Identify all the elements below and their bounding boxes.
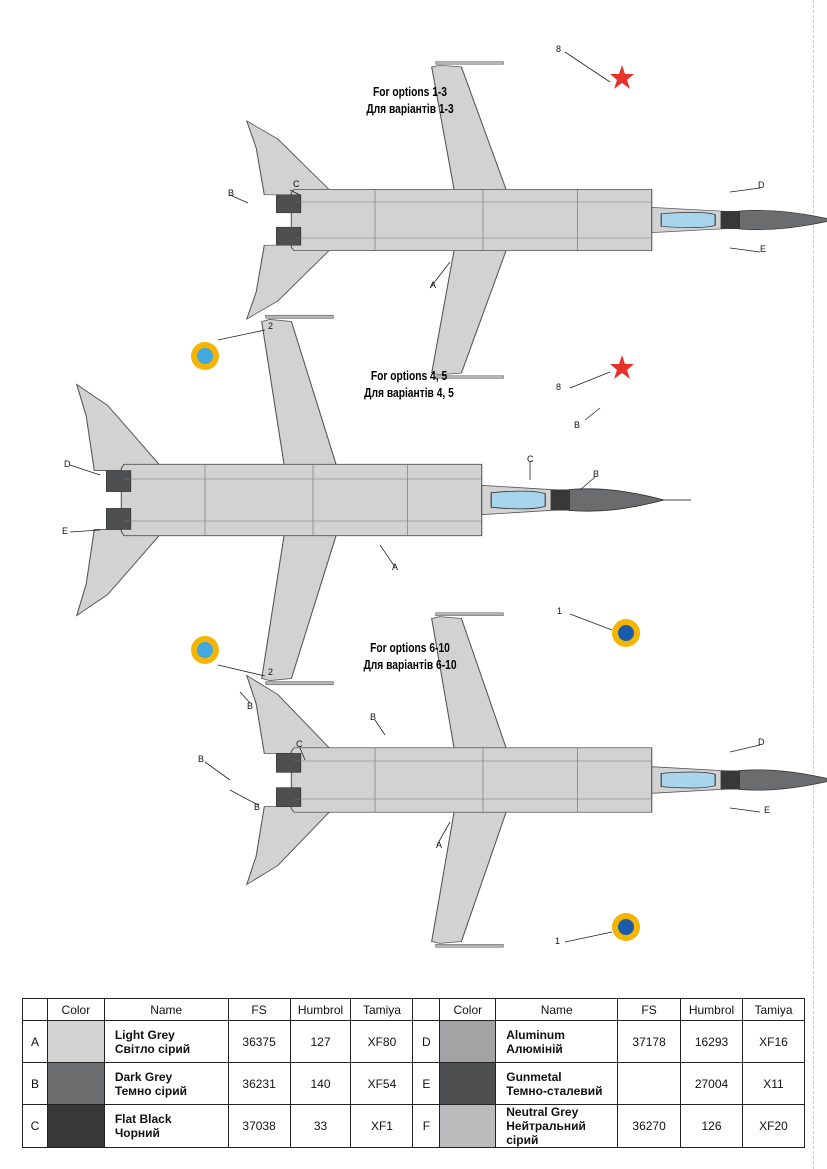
row-id: D: [412, 1020, 441, 1063]
color-swatch: [46, 1104, 105, 1148]
tamiya-code: XF80: [350, 1020, 414, 1063]
title-ua: Для варіантів 1-3: [366, 102, 454, 116]
title-en: For options 4, 5: [370, 369, 448, 383]
header-cell: Humbrol: [289, 998, 352, 1021]
header-cell: Tamiya: [350, 998, 414, 1021]
callout-a: A: [436, 840, 442, 850]
title-ua: Для варіантів 4, 5: [364, 386, 454, 400]
header-cell: Tamiya: [741, 998, 806, 1021]
title-en: For options 1-3: [372, 85, 448, 99]
color-swatch: [46, 1020, 105, 1063]
humbrol-code: 27004: [680, 1062, 743, 1105]
tamiya-code: XF16: [741, 1020, 806, 1063]
title-en: For options 6-10: [370, 641, 450, 655]
callout-c: C: [527, 454, 534, 464]
callout-c: C: [293, 179, 300, 189]
humbrol-code: 16293: [680, 1020, 743, 1063]
color-swatch: [439, 1104, 497, 1148]
title-ua: Для варіантів 6-10: [363, 658, 457, 672]
header-cell: Name: [103, 998, 229, 1021]
roundel-icon: [612, 619, 640, 647]
header-cell: FS: [227, 998, 291, 1021]
callout-b: B: [247, 701, 253, 711]
fs-code: 37178: [617, 1020, 682, 1063]
header-cell: [22, 998, 48, 1021]
callout-d: D: [758, 180, 765, 190]
options-6-10-title: For options 6-10 Для варіантів 6-10: [349, 640, 472, 674]
callout-1: 1: [555, 936, 560, 946]
header-cell: Humbrol: [680, 998, 743, 1021]
header-cell: FS: [617, 998, 682, 1021]
header-cell: [412, 998, 441, 1021]
tamiya-code: XF20: [741, 1104, 806, 1148]
humbrol-code: 127: [289, 1020, 352, 1063]
callout-2: 2: [268, 321, 273, 331]
fs-code: 36270: [617, 1104, 682, 1148]
callout-e: E: [62, 526, 68, 536]
tamiya-code: XF1: [350, 1104, 414, 1148]
row-id: E: [412, 1062, 441, 1105]
options-4-5-title: For options 4, 5 Для варіантів 4, 5: [348, 368, 471, 402]
callout-8: 8: [556, 44, 561, 54]
callout-a: A: [430, 280, 436, 290]
callout-d: D: [64, 459, 71, 469]
header-cell: Color: [439, 998, 497, 1021]
options-1-3-title: For options 1-3 Для варіантів 1-3: [349, 84, 472, 118]
roundel-icon: [191, 636, 219, 664]
callout-b: B: [593, 469, 599, 479]
callout-b: B: [370, 712, 376, 722]
header-cell: Name: [495, 998, 619, 1021]
callout-b: B: [574, 420, 580, 430]
roundel-icon: [191, 342, 219, 370]
callout-a: A: [392, 562, 398, 572]
callout-b: B: [228, 188, 234, 198]
page-edge-line: [813, 0, 814, 1169]
callout-leaders: [69, 51, 761, 943]
red-star-icon: [610, 355, 634, 379]
tamiya-code: X11: [741, 1062, 806, 1105]
callout-8: 8: [556, 382, 561, 392]
callout-2: 2: [268, 667, 273, 677]
paint-table: Color Name FS Humbrol Tamiya Color Name …: [22, 998, 806, 1148]
color-swatch: [439, 1062, 497, 1105]
callout-d: D: [758, 737, 765, 747]
humbrol-code: 126: [680, 1104, 743, 1148]
tamiya-code: XF54: [350, 1062, 414, 1105]
aircraft-drawings: B C A D E 8 8 B 2 2 D E A C B B 1 1 A D …: [62, 44, 827, 948]
row-id: F: [412, 1104, 441, 1148]
roundel-icon: [612, 913, 640, 941]
fs-code: 36231: [227, 1062, 291, 1105]
row-id: B: [22, 1062, 48, 1105]
row-id: A: [22, 1020, 48, 1063]
aircraft-top-options-6-10: [246, 612, 827, 948]
color-swatch: [46, 1062, 105, 1105]
callout-e: E: [764, 805, 770, 815]
fs-code: 36375: [227, 1020, 291, 1063]
fs-code: 37038: [227, 1104, 291, 1148]
callout-c: C: [296, 739, 303, 749]
row-id: C: [22, 1104, 48, 1148]
callout-e: E: [760, 244, 766, 254]
table-header-row: Color Name FS Humbrol Tamiya Color Name …: [22, 998, 806, 1021]
color-swatch: [439, 1020, 497, 1063]
header-cell: Color: [46, 998, 105, 1021]
aircraft-top-options-1-3: [246, 60, 827, 380]
callout-b: B: [198, 754, 204, 764]
humbrol-code: 140: [289, 1062, 352, 1105]
callout-1: 1: [557, 606, 562, 616]
callout-b: B: [254, 802, 260, 812]
humbrol-code: 33: [289, 1104, 352, 1148]
fs-code: [617, 1062, 682, 1105]
red-star-icon: [610, 65, 634, 89]
